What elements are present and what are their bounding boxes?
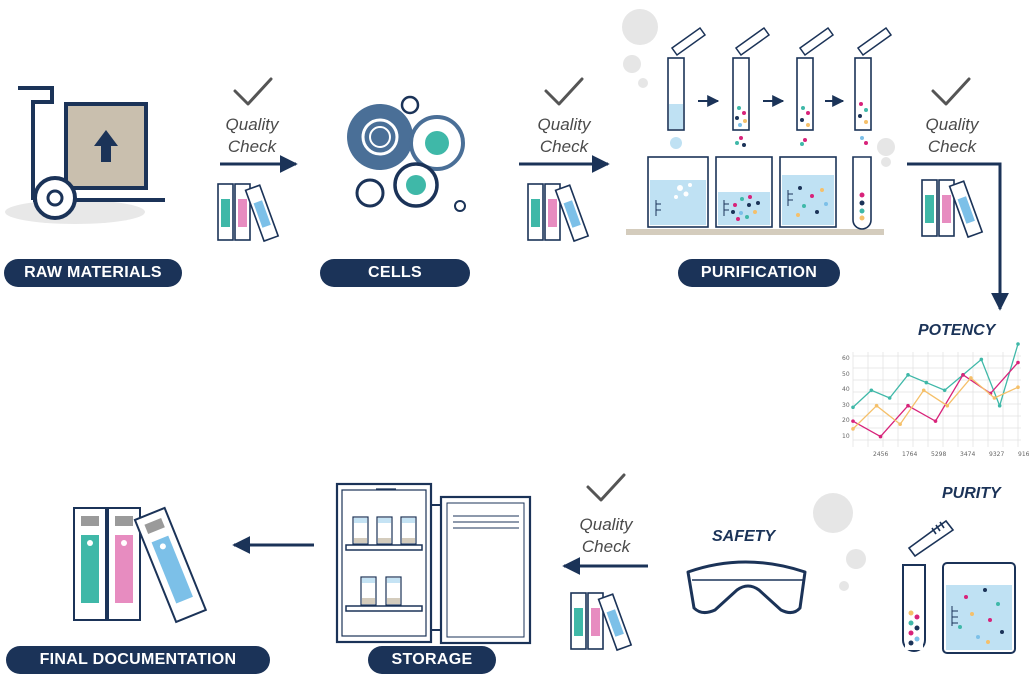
checkmark-icon	[586, 473, 626, 502]
chart-point	[945, 403, 950, 408]
binders-icon	[921, 179, 984, 239]
stage-raw-materials: RAW MATERIALS	[4, 259, 182, 287]
refrigerator-icon	[335, 482, 532, 645]
chart-point	[1016, 342, 1020, 346]
chart-x-tick-label: 3474	[960, 451, 976, 458]
purification-illustration	[622, 9, 895, 235]
binders-icon	[570, 592, 633, 652]
chart-y-tick-label: 20	[842, 417, 850, 425]
chart-point	[874, 403, 879, 408]
chart-point	[969, 376, 973, 380]
checkmark-icon	[544, 77, 584, 106]
potency-chart	[851, 342, 1021, 447]
chart-point	[1016, 360, 1020, 365]
binders-icon	[217, 183, 280, 243]
quality-check-line2: Check	[927, 137, 977, 156]
chart-point	[851, 427, 855, 431]
chart-point	[924, 380, 929, 385]
chart-y-tick-label: 40	[842, 386, 850, 394]
chart-x-tick-label: 5298	[931, 451, 947, 458]
chart-point	[1016, 385, 1020, 390]
chart-x-tick-label: 9327	[989, 451, 1005, 458]
chart-series-line	[852, 362, 1019, 438]
quality-check-line1: Quality	[579, 515, 633, 534]
chart-point	[851, 419, 855, 423]
chart-point	[906, 373, 910, 377]
quality-check-line2: Check	[581, 537, 631, 556]
stage-final-documentation: FINAL DOCUMENTATION	[6, 646, 270, 674]
chart-y-tick-label: 30	[842, 401, 850, 409]
purity-illustration	[813, 493, 1016, 654]
chart-point	[997, 403, 1002, 408]
chart-x-tick-label: 916	[1018, 451, 1029, 458]
chart-point	[869, 388, 874, 393]
chart-point	[851, 405, 855, 410]
quality-check-label: Quality Check	[912, 114, 992, 158]
chart-point	[933, 419, 938, 423]
chart-y-tick-label: 50	[842, 370, 850, 378]
chart-y-tick-label: 60	[842, 355, 850, 363]
purity-label: PURITY	[942, 485, 1001, 502]
chart-point	[906, 403, 910, 408]
hand-truck-icon	[5, 86, 165, 224]
potency-label: POTENCY	[918, 322, 996, 339]
checkmark-icon	[931, 77, 971, 106]
quality-check-line1: Quality	[225, 115, 279, 134]
chart-point	[921, 388, 926, 393]
flow-arrow	[907, 162, 1009, 311]
stage-cells: CELLS	[320, 259, 470, 287]
chart-x-tick-label: 1764	[902, 451, 918, 458]
documentation-binders-icon	[73, 506, 208, 624]
chart-series-line	[852, 377, 1019, 430]
chart-series-line	[852, 343, 1019, 408]
stage-storage: STORAGE	[368, 646, 496, 674]
chart-point	[898, 422, 902, 427]
chart-point	[992, 396, 997, 400]
quality-check-line1: Quality	[537, 115, 591, 134]
quality-check-line2: Check	[227, 137, 277, 156]
safety-label: SAFETY	[712, 528, 776, 545]
quality-check-label: Quality Check	[212, 114, 292, 158]
chart-point	[942, 388, 947, 393]
chart-y-tick-label: 10	[842, 432, 850, 440]
stage-purification: PURIFICATION	[678, 259, 840, 287]
binders-icon	[527, 183, 590, 243]
quality-check-label: Quality Check	[566, 514, 646, 558]
checkmark-icon	[233, 77, 273, 106]
chart-point	[979, 357, 984, 362]
chart-point	[887, 396, 892, 400]
quality-check-line1: Quality	[925, 115, 979, 134]
chart-x-tick-label: 2456	[873, 451, 889, 458]
chart-point	[878, 434, 883, 439]
safety-goggles-icon	[686, 560, 807, 615]
chart-point	[961, 373, 965, 377]
cells-icon	[347, 95, 466, 212]
quality-check-line2: Check	[539, 137, 589, 156]
quality-check-label: Quality Check	[524, 114, 604, 158]
